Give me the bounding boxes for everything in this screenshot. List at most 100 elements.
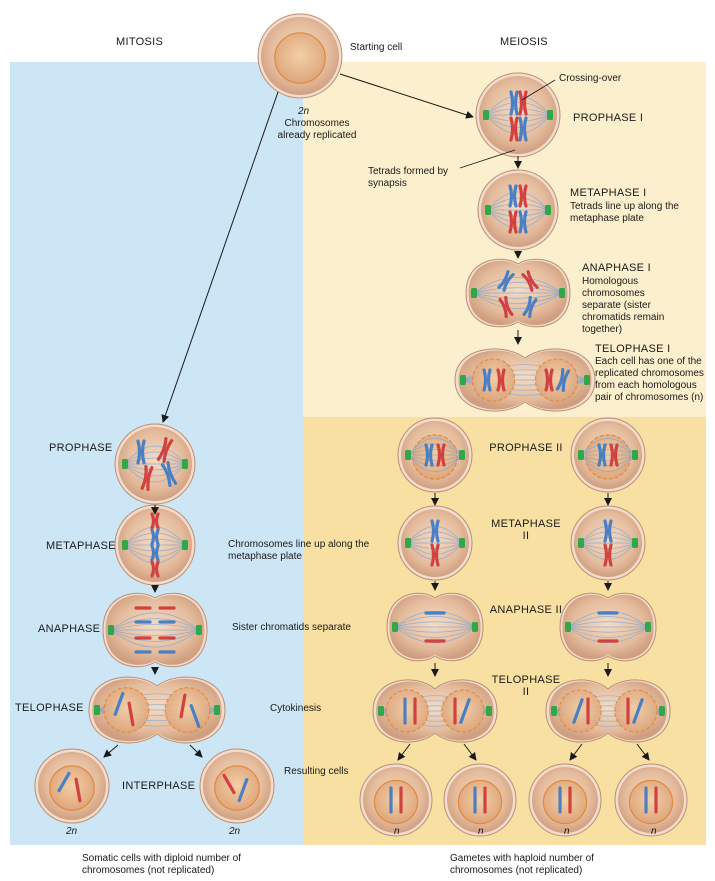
chromosome	[597, 443, 607, 467]
mitosis-footer: Somatic cells with diploid number of chr…	[82, 853, 241, 876]
chromosome	[189, 704, 201, 728]
chromosome	[150, 512, 160, 530]
arrow-mtelo-left	[103, 744, 119, 758]
mitosis-telophase-label: TELOPHASE	[15, 702, 84, 714]
chromosome	[518, 184, 528, 208]
chromosome	[509, 116, 519, 142]
chromosome	[544, 368, 554, 392]
centriole	[459, 450, 465, 460]
mitosis-metaphase-cell	[114, 504, 196, 586]
prophase-ii-cell-right	[570, 417, 646, 493]
metaphase-ii-label: METAPHASE II	[491, 518, 561, 542]
metaphase-ii-cell-left	[397, 505, 473, 581]
chromosome	[482, 368, 492, 392]
starting-cell	[257, 13, 343, 99]
telophase-ii-cell-right	[545, 679, 671, 743]
centriole	[459, 538, 465, 548]
mitosis-prophase-cell	[114, 423, 196, 505]
anaphase-ii-cell-right	[559, 592, 657, 662]
ploidy-gamete-3: n	[564, 826, 570, 837]
ploidy-gamete-4: n	[651, 826, 657, 837]
metaphase-ii-cell-right	[570, 505, 646, 581]
centriole	[632, 450, 638, 460]
chromosome	[436, 443, 446, 467]
chromosome	[459, 698, 471, 724]
chromosome	[509, 90, 519, 116]
chromosome	[150, 544, 160, 562]
chromosome	[140, 465, 154, 491]
chromosome	[518, 116, 528, 142]
mitosis-anaphase-label: ANAPHASE	[38, 623, 101, 635]
chromosome	[424, 443, 434, 467]
chromosome	[179, 693, 187, 719]
centriole	[392, 622, 398, 632]
centriole	[545, 205, 551, 215]
chromosome	[222, 773, 236, 795]
centriole	[472, 622, 478, 632]
mitosis-metaphase-label: METAPHASE	[46, 540, 116, 552]
tetrads-note: Tetrads formed by synapsis	[368, 166, 449, 189]
centriole	[565, 622, 571, 632]
centriole	[486, 706, 492, 716]
chromosome	[555, 367, 571, 393]
centriole	[122, 459, 128, 469]
arrow-telo2-gamete3	[569, 743, 583, 761]
chromosome	[496, 368, 506, 392]
centriole	[485, 205, 491, 215]
prophase-i-label: PROPHASE I	[573, 112, 644, 124]
anaphase-ii-cell-left	[386, 592, 484, 662]
chromosome	[497, 270, 515, 292]
chromosome	[113, 692, 125, 716]
metaphase-note: Chromosomes line up along the metaphase …	[228, 539, 370, 562]
centriole	[584, 375, 590, 385]
result-note: Resulting cells	[284, 766, 349, 777]
chromosome	[603, 543, 613, 567]
chromosome	[521, 270, 539, 292]
ploidy-mitosis-left: 2n	[66, 826, 78, 837]
prophase-i-cell	[475, 72, 561, 158]
gamete-cell-1	[359, 763, 433, 837]
chromosome	[508, 184, 518, 208]
chromosome	[518, 90, 528, 116]
anaphase-ii-label: ANAPHASE II	[489, 604, 563, 616]
gamete-cell-3	[528, 763, 602, 837]
centriole	[94, 705, 100, 715]
mitosis-anaphase-cell	[102, 592, 208, 668]
centriole	[182, 459, 188, 469]
metaphase-i-label: METAPHASE I	[570, 187, 647, 199]
centriole	[405, 450, 411, 460]
centriole	[405, 538, 411, 548]
chromosome	[136, 439, 146, 465]
anaphase-i-cell	[465, 258, 571, 328]
prophase-ii-label: PROPHASE II	[489, 442, 563, 454]
anaphase-i-note: Homologous chromosomes separate (sister …	[582, 276, 665, 335]
ploidy-gamete-2: n	[478, 826, 484, 837]
crossing-over-label: Crossing-over	[559, 73, 622, 84]
prophase-ii-cell-left	[397, 417, 473, 493]
chromosome	[430, 519, 440, 543]
interphase-cell-left	[34, 748, 110, 824]
ploidy-gamete-1: n	[394, 826, 400, 837]
chromosome	[632, 698, 644, 724]
chromosome	[74, 777, 82, 803]
gamete-cell-4	[614, 763, 688, 837]
chromosome	[522, 295, 538, 319]
telophase-i-label: TELOPHASE I	[595, 343, 671, 355]
meiosis-header: MEIOSIS	[500, 36, 548, 48]
chromosome	[508, 210, 518, 234]
arrow-telo2-gamete4	[636, 743, 650, 761]
anaphase-note: Sister chromatids separate	[232, 622, 351, 633]
centriole	[378, 706, 384, 716]
mitosis-prophase-label: PROPHASE	[49, 442, 113, 454]
chromosome	[57, 771, 71, 793]
metaphase-i-note: Tetrads line up along the metaphase plat…	[570, 201, 679, 224]
anaphase-i-label: ANAPHASE I	[582, 262, 652, 274]
centriole	[551, 706, 557, 716]
chromosome	[609, 443, 619, 467]
centriole	[559, 288, 565, 298]
chromosome	[572, 698, 584, 724]
telophase-ii-label: TELOPHASE II	[491, 674, 561, 698]
chromosome	[498, 295, 514, 319]
metaphase-i-cell	[477, 169, 559, 251]
